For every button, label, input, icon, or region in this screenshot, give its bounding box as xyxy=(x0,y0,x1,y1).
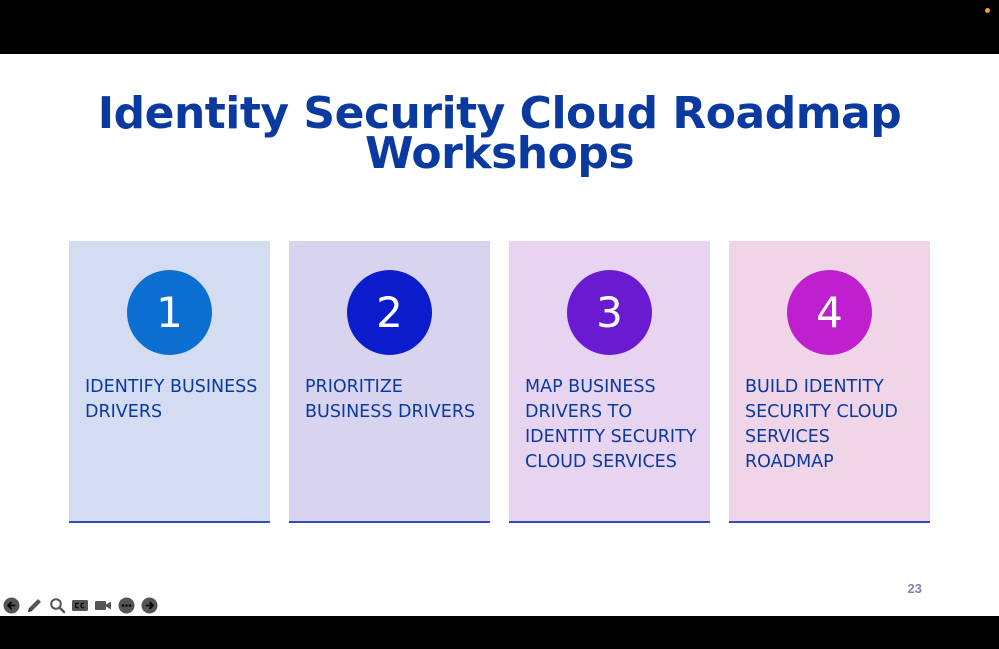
more-icon[interactable] xyxy=(117,596,135,614)
workshop-card-2: 2 PRIORITIZE BUSINESS DRIVERS xyxy=(289,241,490,523)
bottom-black-bar xyxy=(0,616,999,649)
camera-icon[interactable] xyxy=(94,596,112,614)
slide-title-line-1: Identity Security Cloud Roadmap xyxy=(97,88,902,139)
back-arrow-icon[interactable] xyxy=(2,596,20,614)
step-number-circle: 4 xyxy=(787,270,872,355)
recording-indicator-dot xyxy=(985,8,990,13)
top-black-bar xyxy=(0,0,999,54)
slide-page-number: 23 xyxy=(907,581,922,596)
workshop-card-label: MAP BUSINESS DRIVERS TO IDENTITY SECURIT… xyxy=(525,377,697,472)
workshop-card-3: 3 MAP BUSINESS DRIVERS TO IDENTITY SECUR… xyxy=(509,241,710,523)
workshop-card-label: PRIORITIZE BUSINESS DRIVERS xyxy=(305,377,476,422)
captions-icon[interactable] xyxy=(71,596,89,614)
step-number-circle: 1 xyxy=(127,270,212,355)
workshop-card-label: IDENTIFY BUSINESS DRIVERS xyxy=(85,377,258,422)
presenter-toolbar xyxy=(2,596,158,614)
forward-arrow-icon[interactable] xyxy=(140,596,158,614)
slide-title: Identity Security Cloud Roadmap Workshop… xyxy=(0,88,999,179)
step-number-circle: 2 xyxy=(347,270,432,355)
pen-icon[interactable] xyxy=(25,596,43,614)
zoom-icon[interactable] xyxy=(48,596,66,614)
workshop-card-label: BUILD IDENTITY SECURITY CLOUD SERVICES R… xyxy=(745,377,898,472)
workshop-card-1: 1 IDENTIFY BUSINESS DRIVERS xyxy=(69,241,270,523)
slide-title-line-2: Workshops xyxy=(364,128,635,179)
workshop-card-4: 4 BUILD IDENTITY SECURITY CLOUD SERVICES… xyxy=(729,241,930,523)
step-number-circle: 3 xyxy=(567,270,652,355)
presentation-slide: Identity Security Cloud Roadmap Workshop… xyxy=(0,54,999,616)
